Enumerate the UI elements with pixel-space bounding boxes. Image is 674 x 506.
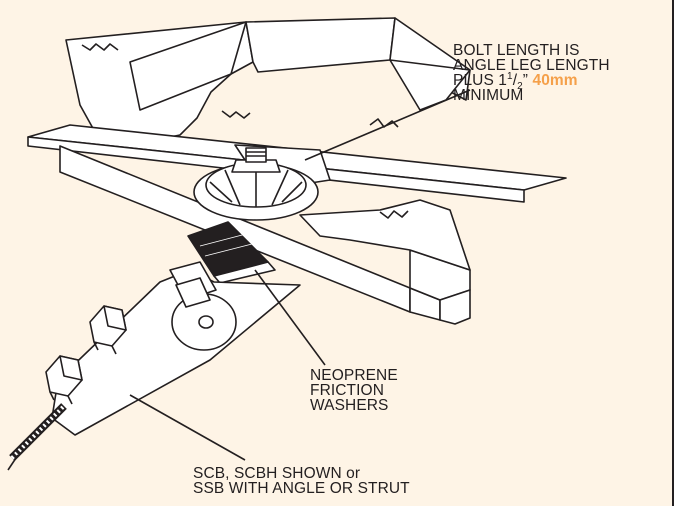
- bolt-callout-line-2: ANGLE LEG LENGTH: [453, 57, 610, 74]
- leader-lines: [129, 89, 471, 461]
- configuration-callout-line-2: SSB WITH ANGLE OR STRUT: [193, 480, 410, 497]
- hex-nut-lower: [45, 355, 83, 405]
- bolt-metric-length: 40mm: [532, 72, 578, 89]
- bolt-fraction-numerator: 1: [507, 70, 513, 82]
- configuration-callout: SCB, SCBH SHOWN or SSB WITH ANGLE OR STR…: [193, 465, 410, 497]
- bolt-fraction-denominator: 2: [517, 81, 523, 93]
- bolt-callout-line-3: PLUS 11/2” 40mm: [453, 70, 578, 93]
- corrugated-deck: [65, 17, 471, 151]
- washers-callout-line-1: NEOPRENE: [310, 367, 398, 384]
- washers-callout-line-2: FRICTION: [310, 382, 384, 399]
- brace-cable: [7, 403, 67, 471]
- friction-washer: [187, 221, 276, 284]
- bolt-callout-line-4: MINIMUM: [453, 87, 524, 104]
- bolt-callout-line-1: BOLT LENGTH IS: [453, 42, 580, 59]
- bolt-length-callout: BOLT LENGTH IS ANGLE LEG LENGTH PLUS 11/…: [453, 42, 610, 104]
- washers-callout-line-3: WASHERS: [310, 397, 389, 414]
- hex-nut-upper: [89, 305, 127, 355]
- bolt-callout-plus: PLUS 1: [453, 72, 508, 89]
- brace-bracket: [51, 261, 301, 436]
- washers-callout: NEOPRENE FRICTION WASHERS: [310, 367, 398, 414]
- bolt-inch-mark: ”: [522, 72, 529, 89]
- bolt-plate-top: [193, 147, 319, 221]
- configuration-callout-line-1: SCB, SCBH SHOWN or: [193, 465, 361, 482]
